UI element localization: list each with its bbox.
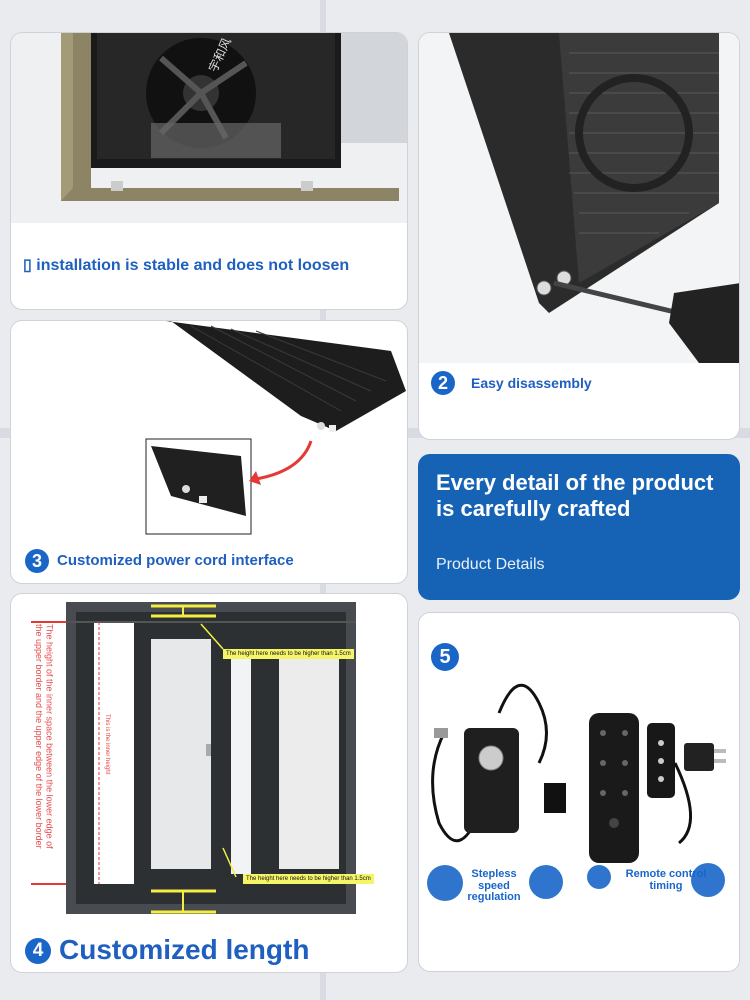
step-number-badge: 2 [431,371,455,395]
window-diagram [31,602,356,914]
disassembly-photo [419,33,739,363]
bubble-decoration [587,865,611,889]
power-cord-label: Customized power cord interface [57,552,294,569]
inner-height-note: This is the inner height [104,714,111,775]
controller-photo [431,683,726,863]
remote-control-label: Remote control timing [625,868,707,892]
controls-panel: 5 Stepless speed regulation Remote contr… [418,612,740,972]
installation-panel: 宇和风 ▯ installation is stable and does no… [10,32,408,310]
custom-length-panel: The height here needs to be higher than … [10,593,408,973]
step-number-badge: 4 [25,938,51,964]
fan-installation-photo: 宇和风 [11,33,407,223]
step-number-badge: 5 [431,643,459,671]
bubble-decoration [427,865,463,901]
inner-space-note: The height of the inner space between th… [33,624,55,849]
banner-title: Every detail of the product is carefully… [436,470,714,521]
power-cord-panel: 3 Customized power cord interface [10,320,408,584]
power-cord-photo [145,321,406,535]
step-number-badge: 3 [25,549,49,573]
detail-banner: Every detail of the product is carefully… [418,454,740,600]
disassembly-panel: 2 Easy disassembly [418,32,740,440]
installation-label: ▯ installation is stable and does not lo… [23,257,350,274]
disassembly-label: Easy disassembly [471,375,592,391]
banner-subtitle: Product Details [436,556,545,573]
bubble-decoration [691,863,725,897]
stepless-speed-label: Stepless speed regulation [467,868,521,904]
bottom-height-note: The height here needs to be higher than … [243,874,374,884]
bubble-decoration [529,865,563,899]
top-height-note: The height here needs to be higher than … [223,649,354,659]
custom-length-label: Customized length [59,934,310,965]
